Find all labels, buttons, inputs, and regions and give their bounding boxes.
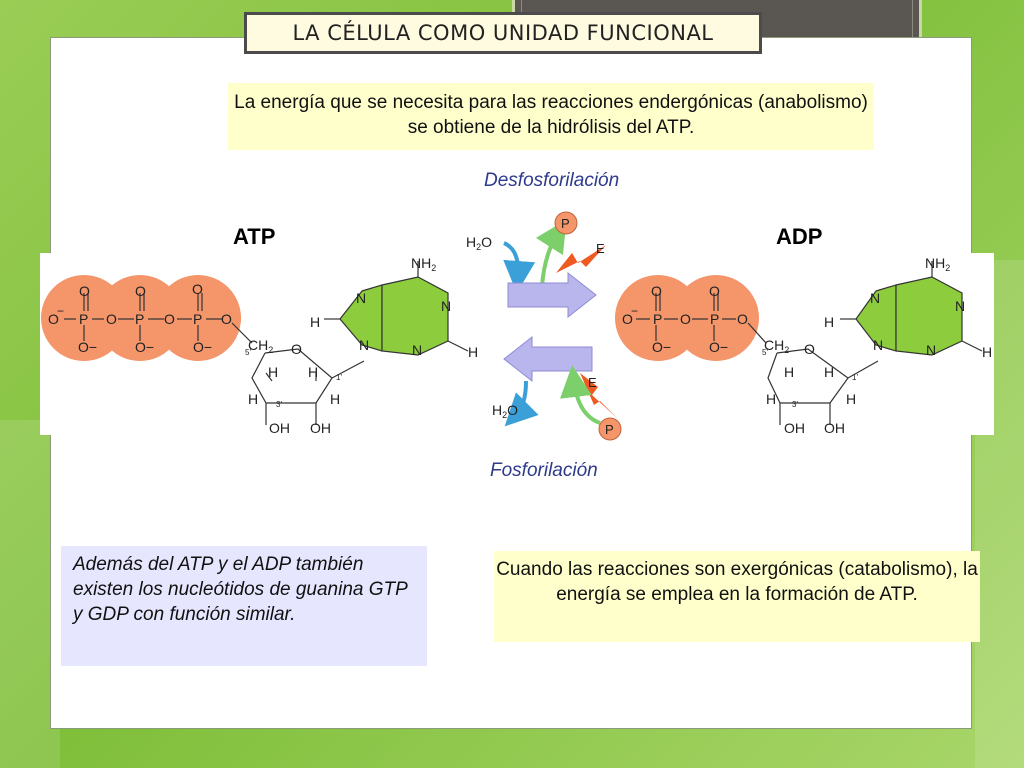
reaction-arrows: H2O P E E H2O P: [460, 205, 640, 445]
adenine-ring: [840, 261, 983, 356]
atom-text: NH2: [925, 255, 950, 273]
atom-text: 5': [245, 348, 251, 357]
reaction-arrows-svg: H2O P E E H2O P: [466, 211, 622, 441]
atom-text: O−: [652, 339, 671, 355]
gtp-gdp-note: Además del ATP y el ADP también existen …: [61, 546, 427, 666]
atom-text: 3': [276, 400, 282, 409]
atom-text: H: [824, 364, 834, 380]
atom-text: N: [873, 337, 883, 353]
atom-text: P: [193, 311, 202, 327]
catabolism-note: Cuando las reacciones son exergónicas (c…: [494, 551, 980, 642]
atom-text: O: [622, 311, 633, 327]
atom-text: OH: [269, 420, 290, 435]
atom-text: 3': [792, 400, 798, 409]
phosphate-icon: [554, 211, 578, 235]
atom-text: H: [308, 364, 318, 380]
atom-text: 5': [762, 348, 768, 357]
atom-text: N: [926, 342, 936, 358]
atom-text: O−: [709, 339, 728, 355]
atom-text: O−: [78, 339, 97, 355]
atom-text: P: [653, 311, 662, 327]
atom-text: P: [135, 311, 144, 327]
atom-text: O−: [135, 339, 154, 355]
phosphorylation-label: Fosforilación: [490, 460, 598, 481]
atom-text: N: [359, 337, 369, 353]
atom-text: O: [79, 283, 90, 299]
adp-molecule: O O O − P O P O O− O− CH2 5' O H H H H 3…: [612, 253, 994, 436]
atom-text: 1': [336, 373, 342, 382]
water-top-text: H2O: [466, 234, 492, 252]
atom-text: O: [709, 283, 720, 299]
atom-text: H: [784, 364, 794, 380]
adp-atom-labels: O O O − P O P O O− O− CH2 5' O H H H H 3…: [622, 255, 992, 436]
atom-text: CH2: [248, 337, 273, 355]
atom-text: H: [846, 391, 856, 407]
atom-text: N: [356, 290, 366, 306]
atom-text: H: [824, 314, 834, 330]
atom-text: O−: [193, 339, 212, 355]
forward-arrow: [507, 271, 597, 319]
intro-note: La energía que se necesita para las reac…: [228, 83, 874, 150]
atom-text: H: [310, 314, 320, 330]
phosphate-in-arrow: [559, 365, 601, 425]
atom-text: O: [737, 311, 748, 327]
adp-structure: O O O − P O P O O− O− CH2 5' O H H H H 3…: [615, 255, 992, 436]
atom-text: H: [248, 391, 258, 407]
atom-text: 1': [852, 373, 858, 382]
atp-atom-labels: O O O O − P O P O P O O− O− O− CH2 5' O …: [48, 255, 478, 436]
atom-text: CH2: [764, 337, 789, 355]
phosphate-out-arrow: [535, 219, 567, 288]
atom-text: O: [106, 311, 117, 327]
atom-text: OH: [824, 420, 845, 435]
atom-text: −: [631, 304, 638, 318]
energy-bolt-icon: [556, 245, 606, 273]
atom-text: O: [135, 283, 146, 299]
atom-text: H: [766, 391, 776, 407]
atom-text: O: [164, 311, 175, 327]
atom-text: O: [48, 311, 59, 327]
phosphate-icon-text: P: [605, 422, 614, 437]
energy-icon-text: E: [588, 375, 597, 390]
water-out-arrow: [504, 380, 539, 427]
atp-molecule: O O O O − P O P O P O O− O− O− CH2 5' O …: [40, 253, 492, 436]
phosphate-icon: [598, 417, 622, 441]
atom-text: N: [441, 298, 451, 314]
atom-text: N: [412, 342, 422, 358]
atom-text: O: [804, 341, 815, 357]
atom-text: P: [79, 311, 88, 327]
atom-text: H: [330, 391, 340, 407]
reverse-arrow: [503, 335, 593, 383]
adenine-ring: [324, 261, 469, 356]
atom-text: O: [291, 341, 302, 357]
atom-text: O: [651, 283, 662, 299]
atom-text: OH: [310, 420, 331, 435]
dephosphorylation-label: Desfosforilación: [484, 170, 620, 191]
atp-label: ATP: [233, 224, 276, 249]
atom-text: OH: [784, 420, 805, 435]
atom-text: O: [192, 281, 203, 297]
atom-text: P: [710, 311, 719, 327]
water-bottom-text: H2O: [492, 402, 518, 420]
atom-text: H: [468, 344, 478, 360]
atom-text: NH2: [411, 255, 436, 273]
phosphate-icon-text: P: [561, 216, 570, 231]
slide-title: LA CÉLULA COMO UNIDAD FUNCIONAL: [244, 12, 762, 54]
atom-text: H: [982, 344, 992, 360]
atom-text: O: [680, 311, 691, 327]
phosphate-group: [615, 275, 759, 361]
atp-structure: O O O O − P O P O P O O− O− O− CH2 5' O …: [41, 255, 478, 436]
atom-text: N: [870, 290, 880, 306]
atom-text: N: [955, 298, 965, 314]
phosphate-group: [41, 275, 241, 361]
atom-text: H: [268, 364, 278, 380]
adp-label: ADP: [776, 224, 823, 249]
atom-text: O: [221, 311, 232, 327]
atom-text: −: [57, 304, 64, 318]
water-in-arrow: [503, 241, 536, 293]
energy-icon-text: E: [596, 241, 605, 256]
